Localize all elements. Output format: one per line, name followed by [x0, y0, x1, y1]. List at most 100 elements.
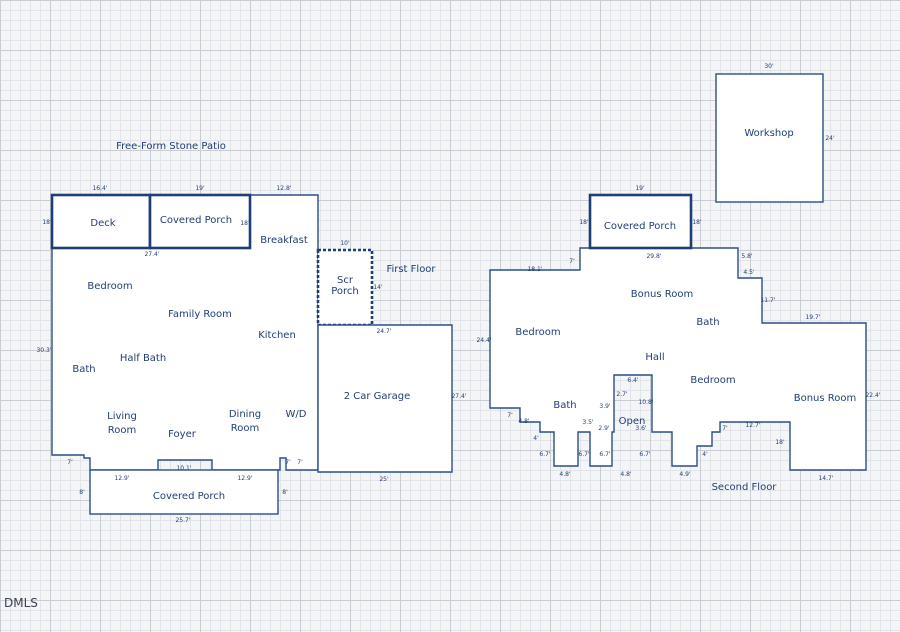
front-covered-porch-label: Covered Porch — [153, 491, 225, 502]
dim-sf-r3: 12.7' — [745, 422, 760, 429]
dim-sf-porch-width: 19' — [635, 185, 645, 192]
second-floor-label: Second Floor — [712, 482, 778, 493]
scr-porch-label-line2: Porch — [331, 286, 359, 297]
dining-room-label-line1: Dining — [229, 409, 261, 420]
family-room-label: Family Room — [168, 309, 232, 320]
bedroom-left-label: Bedroom — [515, 327, 560, 338]
dim-sf-step2: 11.7' — [760, 297, 775, 304]
bath-left-label: Bath — [553, 400, 576, 411]
dim-sf-r2: 7' — [722, 425, 728, 432]
dim-sf-step1: 4.5' — [743, 269, 755, 276]
hall-label: Hall — [645, 352, 664, 363]
dim-deck-width: 16.4' — [92, 185, 107, 192]
dim-sf-o4: 6.7' — [599, 451, 611, 458]
dim-front-porch-left-h: 8' — [79, 489, 85, 496]
dim-sf-porch-left: 18' — [579, 219, 589, 226]
dim-sf-right-top: 19.7' — [805, 314, 820, 321]
dim-sf-o1: 3.9' — [599, 403, 611, 410]
open-label: Open — [619, 416, 646, 427]
deck-label: Deck — [90, 218, 115, 229]
half-bath-label: Half Bath — [120, 353, 166, 364]
garage — [317, 324, 453, 473]
screened-porch — [316, 248, 374, 327]
dim-sf-bl2: 4.8' — [518, 418, 530, 425]
dim-sf-o11: 4.9' — [679, 471, 691, 478]
dim-sf-bl5: 4.8' — [559, 471, 571, 478]
dim-garage-right: 27.4' — [451, 393, 466, 400]
dim-sf-bl1: 7' — [507, 412, 513, 419]
dim-front-right: 7' — [285, 459, 291, 466]
rear-covered-porch — [148, 193, 252, 250]
dim-sf-right-side: 22.4' — [865, 392, 880, 399]
dim-scr-height: 14' — [373, 284, 383, 291]
dim-front-right2: 7' — [297, 459, 303, 466]
dim-front-porch-right: 12.9' — [237, 475, 252, 482]
dim-sf-o2: 3.5' — [582, 419, 594, 426]
dim-sf-bl4: 6.7' — [539, 451, 551, 458]
dim-sf-left-side: 24.4' — [476, 337, 491, 344]
first-floor-label: First Floor — [386, 264, 436, 275]
dim-sf-o9: 3.6' — [635, 425, 647, 432]
dim-top-right: 12.8' — [276, 185, 291, 192]
dining-room-label-line2: Room — [231, 423, 259, 434]
dmls-watermark: DMLS — [4, 596, 38, 610]
dim-deck-height: 18' — [42, 219, 52, 226]
bath-right-label: Bath — [696, 317, 719, 328]
second-porch-label: Covered Porch — [604, 221, 676, 232]
deck — [50, 193, 152, 250]
dim-front-left: 7' — [67, 459, 73, 466]
bedroom-right-label: Bedroom — [690, 375, 735, 386]
dim-front-porch-left: 12.9' — [114, 475, 129, 482]
dim-rear-total: 27.4' — [144, 251, 159, 258]
dim-sf-bl3: 4' — [533, 435, 539, 442]
workshop-label: Workshop — [744, 128, 793, 139]
dim-front-mid: 10.1' — [176, 465, 191, 472]
bonus-room-right-label: Bonus Room — [794, 393, 857, 404]
first-floor-plan — [50, 193, 453, 515]
wd-label: W/D — [286, 409, 307, 420]
dim-sf-porch-right: 18' — [692, 219, 702, 226]
dim-sf-r4: 18' — [775, 439, 785, 446]
second-floor-plan — [489, 193, 867, 471]
second-floor-covered-porch — [588, 193, 693, 250]
living-room-label-line2: Room — [108, 425, 136, 436]
dim-garage-top: 24.7' — [376, 328, 391, 335]
dim-sf-o5: 4.8' — [620, 471, 632, 478]
dim-sf-o3: 2.9' — [598, 425, 610, 432]
dim-sf-step1h: 5.8' — [741, 253, 753, 260]
kitchen-label: Kitchen — [258, 330, 296, 341]
dim-workshop-height: 24' — [825, 135, 835, 142]
scr-porch-label-line1: Scr — [337, 275, 354, 286]
foyer-label: Foyer — [168, 429, 197, 440]
dim-workshop-width: 30' — [764, 63, 774, 70]
dim-sf-top-left: 18.1' — [527, 266, 542, 273]
bath-label: Bath — [72, 364, 95, 375]
breakfast-label: Breakfast — [260, 235, 308, 246]
dim-sf-o6: 6.4' — [627, 377, 639, 384]
first-floor-outline — [51, 194, 319, 471]
dim-sf-o8: 10.8' — [638, 399, 653, 406]
patio-label: Free-Form Stone Patio — [116, 141, 226, 152]
dim-left-side: 30.3' — [36, 347, 51, 354]
bedroom-label: Bedroom — [87, 281, 132, 292]
bonus-room-top-label: Bonus Room — [631, 289, 694, 300]
dim-porch-width: 19' — [195, 185, 205, 192]
dim-sf-r1: 4' — [702, 451, 708, 458]
dim-sf-bl6: 6.7' — [578, 451, 590, 458]
dim-sf-top-mid: 29.8' — [646, 253, 661, 260]
living-room-label-line1: Living — [107, 411, 137, 422]
dim-sf-o7: 2.7' — [616, 391, 628, 398]
workshop — [715, 73, 824, 203]
dim-scr-width: 10' — [340, 240, 350, 247]
dim-sf-notch: 7' — [569, 258, 575, 265]
rear-covered-porch-label: Covered Porch — [160, 215, 232, 226]
dim-porch-height: 18' — [240, 220, 250, 227]
dim-sf-bottom-right: 14.7' — [818, 475, 833, 482]
dim-garage-bottom: 25' — [379, 476, 389, 483]
dim-front-porch-bottom: 25.7' — [175, 517, 190, 524]
garage-label: 2 Car Garage — [344, 391, 411, 402]
dim-sf-o10: 6.7' — [639, 451, 651, 458]
front-covered-porch — [89, 469, 279, 515]
second-floor-outline — [489, 247, 867, 471]
